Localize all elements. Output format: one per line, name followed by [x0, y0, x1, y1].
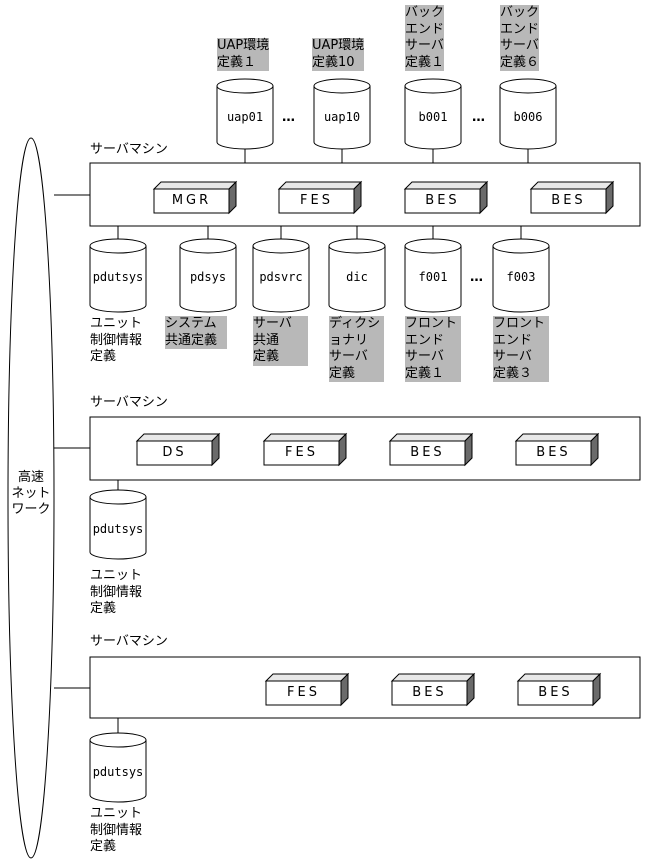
- def-label-b001: バック エンド サーバ 定義１: [405, 5, 445, 71]
- def-label-dic: ディクシ ョナリ サーバ 定義: [329, 316, 385, 382]
- db-name-dic: dic: [346, 270, 368, 284]
- process-label-bes-6: BES: [538, 685, 573, 700]
- process-label-fes-2: FES: [285, 445, 318, 460]
- process-box-ds: [135, 432, 221, 467]
- db-name-pdutsys-3: pdutsys: [92, 765, 144, 779]
- server3-label: サーバマシン: [90, 634, 168, 649]
- def-label-pdutsys-3: ユニット 制御情報 定義: [90, 806, 143, 854]
- db-name-uap10: uap10: [323, 110, 361, 124]
- process-label-fes-3: FES: [287, 685, 320, 700]
- process-label-mgr: MGR: [171, 193, 212, 208]
- cylinder-f001: [404, 238, 462, 313]
- cylinder-uap10: [313, 78, 371, 150]
- process-box-bes-3: [388, 432, 474, 467]
- process-box-bes-6: [516, 672, 602, 707]
- db-name-uap01: uap01: [226, 110, 264, 124]
- def-label-pdsvrc: サーバ 共通 定義: [253, 316, 308, 366]
- process-label-ds: DS: [162, 445, 187, 460]
- process-label-bes-5: BES: [412, 685, 447, 700]
- server1-label: サーバマシン: [90, 142, 168, 157]
- db-name-f001: f001: [418, 270, 448, 284]
- db-name-f003: f003: [506, 270, 536, 284]
- network-label: 高速 ネット ワーク: [11, 470, 51, 517]
- db-name-b001: b001: [418, 110, 448, 124]
- process-label-bes-2: BES: [551, 193, 586, 208]
- db-name-pdsys: pdsys: [189, 270, 227, 284]
- process-box-mgr: [152, 180, 238, 215]
- db-name-pdutsys-1: pdutsys: [92, 270, 144, 284]
- db-name-pdsvrc: pdsvrc: [259, 270, 303, 284]
- def-label-pdutsys-2: ユニット 制御情報 定義: [90, 568, 143, 616]
- cylinder-b001: [404, 78, 462, 150]
- process-label-fes-1: FES: [300, 193, 333, 208]
- process-label-bes-3: BES: [410, 445, 445, 460]
- process-box-bes-2: [529, 180, 615, 215]
- process-box-bes-4: [514, 432, 600, 467]
- def-label-uap01: UAP環境 定義１: [217, 38, 270, 71]
- cylinder-pdutsys-1: [89, 238, 147, 313]
- db-name-pdutsys-2: pdutsys: [92, 522, 144, 536]
- ellipsis-top-1: …: [282, 110, 295, 125]
- ellipsis-top-2: …: [472, 110, 485, 125]
- server2-label: サーバマシン: [90, 395, 168, 410]
- process-label-bes-1: BES: [425, 193, 460, 208]
- cylinder-f003: [492, 238, 550, 313]
- process-box-bes-5: [390, 672, 476, 707]
- process-box-bes-1: [403, 180, 489, 215]
- process-box-fes-2: [262, 432, 348, 467]
- def-label-f001: フロント エンド サーバ 定義１: [405, 316, 462, 382]
- def-label-pdutsys-1: ユニット 制御情報 定義: [90, 316, 143, 364]
- process-box-fes-1: [277, 180, 363, 215]
- cylinder-pdsvrc: [252, 238, 310, 313]
- cylinder-uap01: [216, 78, 274, 150]
- cylinder-dic: [328, 238, 386, 313]
- network-ellipse: [7, 137, 55, 859]
- process-label-bes-4: BES: [536, 445, 571, 460]
- def-label-f003: フロント エンド サーバ 定義３: [493, 316, 550, 382]
- cylinder-pdutsys-2: [89, 489, 147, 560]
- def-label-pdsys: システム 共通定義: [165, 316, 228, 349]
- db-name-b006: b006: [513, 110, 543, 124]
- def-label-b006: バック エンド サーバ 定義６: [500, 5, 540, 71]
- cylinder-pdsys: [179, 238, 237, 313]
- cylinder-b006: [499, 78, 557, 150]
- process-box-fes-3: [264, 672, 350, 707]
- def-label-uap10: UAP環境 定義10: [312, 38, 365, 71]
- ellipsis-bottom: …: [470, 270, 483, 285]
- cylinder-pdutsys-3: [89, 732, 147, 803]
